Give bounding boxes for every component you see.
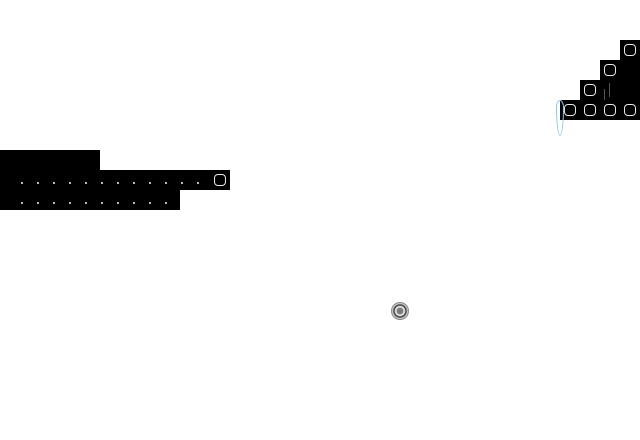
platform-middle-slab bbox=[0, 170, 210, 190]
stair-block bbox=[620, 40, 640, 60]
light-beam-icon bbox=[556, 100, 564, 136]
platform-top-slab bbox=[0, 150, 100, 170]
stair-block bbox=[620, 100, 640, 120]
stair-block bbox=[600, 60, 620, 80]
stair-block-solid bbox=[620, 80, 640, 100]
platform-end-block bbox=[210, 170, 230, 190]
stair-block bbox=[580, 80, 600, 100]
coin-icon[interactable] bbox=[392, 303, 408, 319]
stair-block bbox=[560, 100, 580, 120]
stair-block bbox=[580, 100, 600, 120]
stair-block-solid bbox=[600, 80, 620, 100]
stair-block-solid bbox=[620, 60, 640, 80]
platform-bottom-slab bbox=[0, 190, 180, 210]
platform-dots bbox=[14, 182, 210, 184]
stair-block bbox=[600, 100, 620, 120]
platform-dots bbox=[8, 202, 180, 204]
